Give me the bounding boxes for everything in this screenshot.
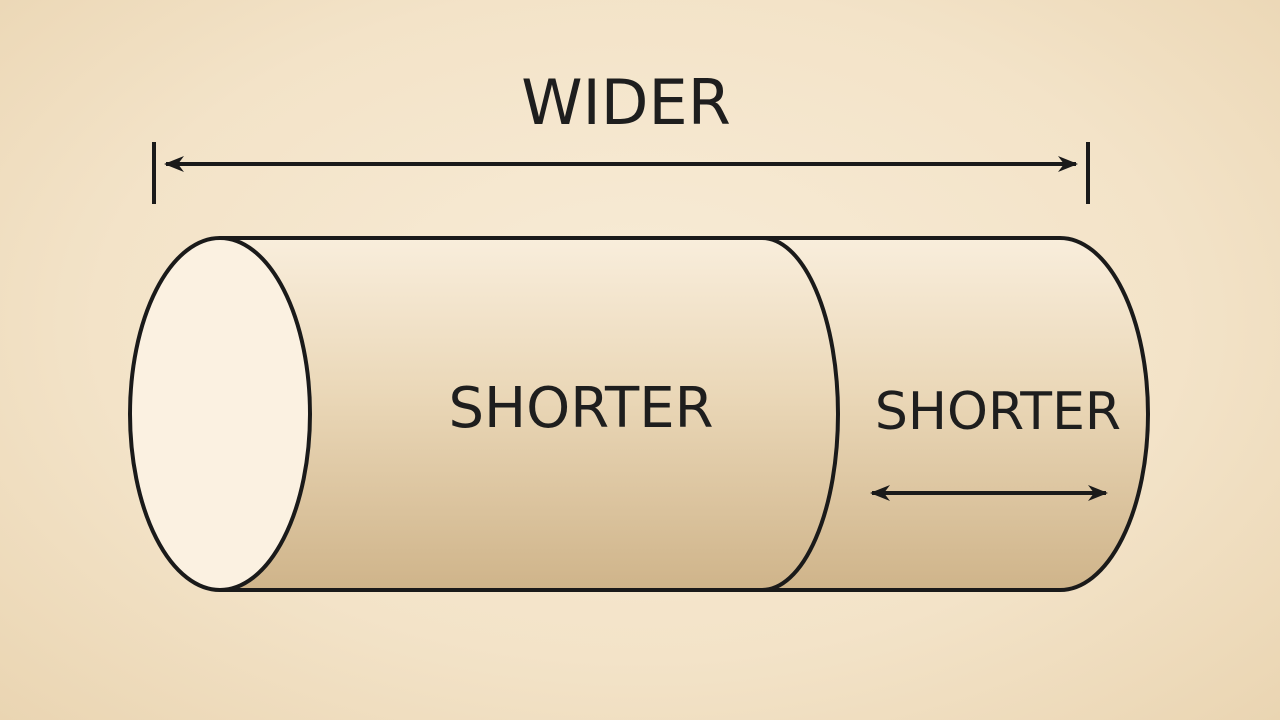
width-dimension [152, 142, 1090, 204]
main-section-label: SHORTER [448, 376, 713, 441]
wider-label: WIDER [521, 66, 731, 139]
section-divider [761, 236, 840, 592]
right-section-label: SHORTER [875, 382, 1121, 442]
cylinder-end-cap [128, 236, 312, 592]
cylinder [128, 236, 1150, 592]
cylinder-body [218, 236, 1150, 592]
